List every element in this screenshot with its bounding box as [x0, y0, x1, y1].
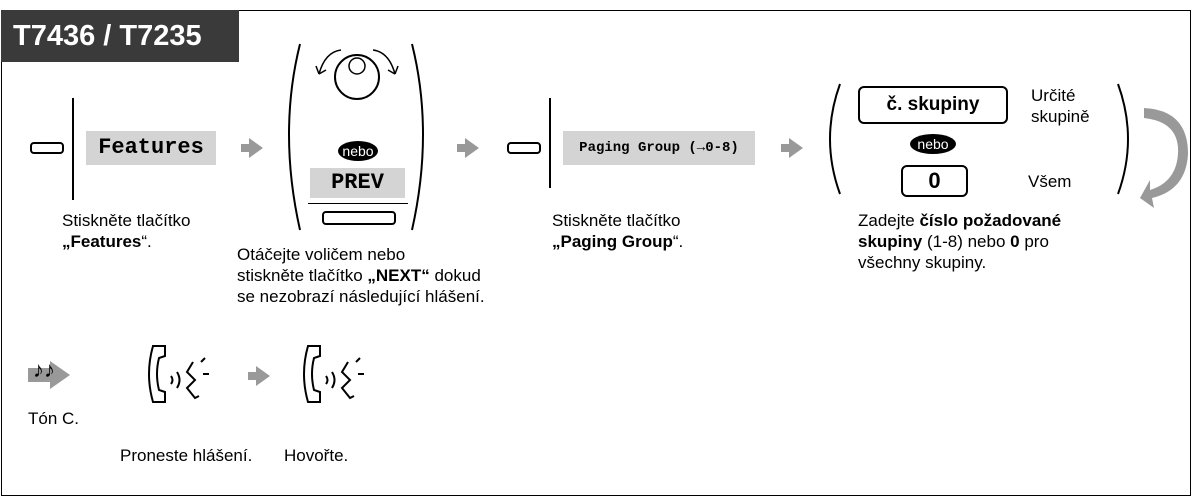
arrow-icon — [457, 138, 479, 158]
zero-key-box: 0 — [901, 165, 968, 197]
group-number-box: č. skupiny — [858, 86, 1008, 124]
flexible-key-icon — [507, 142, 541, 154]
display-edge-line — [549, 98, 551, 188]
specific-group-label: Určité skupině — [1031, 86, 1090, 126]
divider-line — [308, 203, 408, 204]
diagram-frame — [1, 10, 1191, 496]
lcd-features: Features — [86, 131, 216, 165]
music-note-icon: ♪♪ — [33, 357, 55, 382]
continue-arrow-icon — [1140, 108, 1188, 208]
nebo-badge: nebo — [910, 134, 956, 154]
jog-dial-icon — [315, 49, 399, 100]
step2-brackets — [288, 43, 424, 231]
step4-brackets — [829, 83, 1129, 195]
all-groups-label: Všem — [1028, 172, 1072, 191]
announce-caption: Proneste hlášení. — [120, 446, 253, 465]
nebo-badge: nebo — [338, 141, 378, 161]
model-title: T7436 / T7235 — [1, 10, 239, 62]
arrow-icon — [241, 138, 263, 158]
lcd-prev: PREV — [310, 168, 405, 198]
lcd-paging-group: Paging Group (→0-8) — [563, 131, 755, 165]
step3-caption: Stiskněte tlačítko „Paging Group“. — [552, 211, 684, 251]
step4-caption: Zadejte číslo požadované skupiny (1-8) n… — [858, 211, 1062, 272]
step2-caption: Otáčejte voličem nebo stiskněte tlačítko… — [237, 245, 485, 306]
display-edge-line — [72, 98, 74, 200]
tone-arrow-body — [28, 368, 50, 382]
talk-caption: Hovořte. — [284, 446, 349, 465]
flexible-key-icon — [30, 142, 64, 154]
arrow-icon — [781, 138, 803, 158]
tone-label: Tón C. — [28, 409, 80, 428]
tone-arrow-head — [50, 361, 70, 389]
step1-caption: Stiskněte tlačítko „Features“. — [62, 211, 191, 251]
handset-speaking-icon — [303, 345, 364, 403]
soft-key-icon — [322, 211, 396, 225]
handset-speaking-icon — [148, 345, 209, 403]
arrow-icon — [248, 366, 270, 386]
